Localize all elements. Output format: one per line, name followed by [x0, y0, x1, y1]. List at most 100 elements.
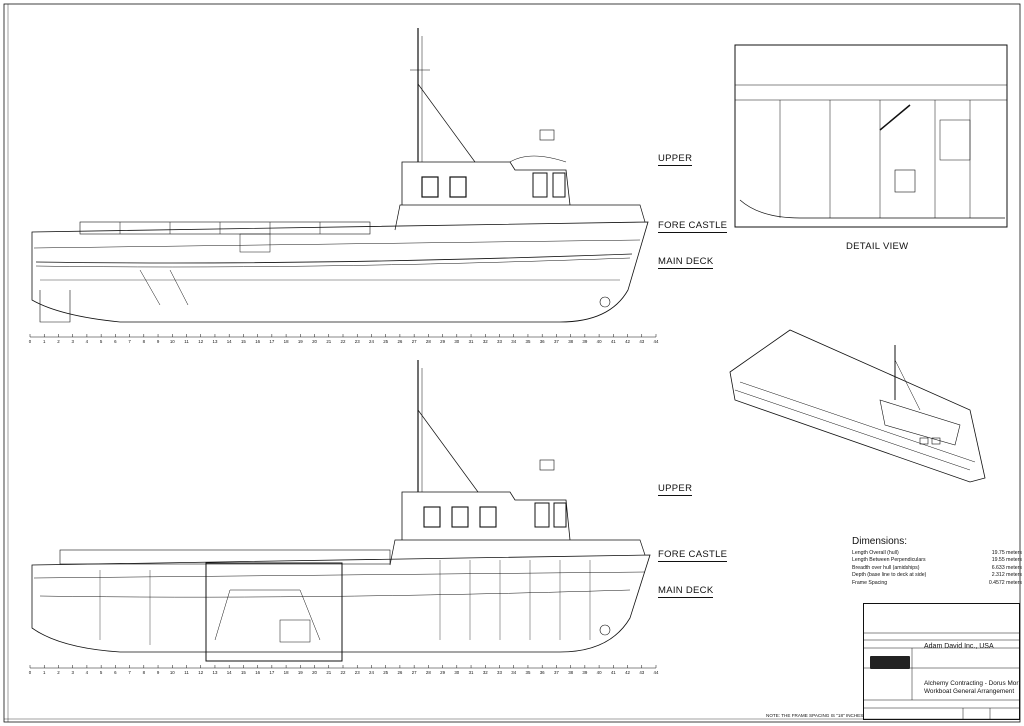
scale-tick-label: 0 [29, 339, 32, 344]
scale-tick-label: 7 [128, 670, 131, 675]
scale-tick-label: 40 [597, 670, 602, 675]
scale-tick-label: 4 [86, 339, 89, 344]
scale-tick-label: 10 [170, 670, 175, 675]
scale-tick-label: 41 [611, 339, 616, 344]
dimension-row: Length Between Perpendiculars 19.55 mete… [852, 557, 1022, 565]
title-block: Adam David Inc., USA Alchemy Contracting… [863, 603, 1020, 720]
scale-tick-label: 5 [100, 670, 103, 675]
scale-tick-label: 44 [654, 670, 659, 675]
scale-tick-label: 26 [397, 670, 402, 675]
scale-tick-label: 3 [71, 670, 74, 675]
scale-tick-label: 1 [43, 670, 46, 675]
section-view-bottom [31, 360, 651, 662]
scale-tick-label: 15 [241, 339, 246, 344]
dimension-value: 19.55 meters [991, 557, 1022, 564]
scale-tick-label: 8 [143, 670, 146, 675]
scale-tick-label: 21 [326, 339, 331, 344]
scale-tick-label: 31 [469, 339, 474, 344]
scale-tick-label: 44 [654, 339, 659, 344]
scale-tick-label: 11 [184, 670, 189, 675]
scale-tick-label: 17 [269, 670, 274, 675]
scale-tick-label: 0 [29, 670, 32, 675]
isometric-view [729, 329, 986, 483]
scale-tick-label: 27 [412, 670, 417, 675]
scale-tick-label: 39 [582, 670, 587, 675]
scale-tick-label: 32 [483, 339, 488, 344]
scale-tick-label: 32 [483, 670, 488, 675]
scale-tick-label: 36 [540, 670, 545, 675]
scale-tick-label: 10 [170, 339, 175, 344]
scale-tick-label: 22 [341, 670, 346, 675]
scale-tick-label: 42 [625, 670, 630, 675]
dimension-value: 0.4572 meters [988, 579, 1022, 586]
scale-tick-label: 24 [369, 670, 374, 675]
project-line-1: Alchemy Contracting - Dorus Mor [924, 680, 1019, 687]
scale-tick-label: 29 [440, 339, 445, 344]
scale-tick-label: 15 [241, 670, 246, 675]
scale-tick-label: 6 [114, 339, 117, 344]
label-fore-castle-bottom: FORE CASTLE [658, 549, 728, 562]
scale-tick-label: 35 [526, 670, 531, 675]
scale-tick-label: 4 [86, 670, 89, 675]
dimension-row: Length Overall (hull) 19.75 meters [852, 550, 1022, 558]
scale-tick-label: 23 [355, 339, 360, 344]
scale-tick-label: 37 [554, 670, 559, 675]
scale-tick-label: 38 [568, 339, 573, 344]
scale-tick-label: 25 [383, 339, 388, 344]
dimension-label: Length Between Perpendiculars [852, 557, 926, 564]
scale-tick-label: 35 [526, 339, 531, 344]
scale-tick-label: 23 [355, 670, 360, 675]
scale-tick-label: 43 [639, 339, 644, 344]
scale-tick-label: 29 [440, 670, 445, 675]
dimension-label: Length Overall (hull) [852, 549, 899, 556]
scale-tick-label: 40 [597, 339, 602, 344]
scale-tick-label: 13 [213, 670, 218, 675]
scale-tick-label: 30 [454, 339, 459, 344]
scale-tick-label: 30 [454, 670, 459, 675]
scale-tick-label: 11 [184, 339, 189, 344]
scale-tick-label: 12 [198, 670, 203, 675]
scale-tick-label: 33 [497, 670, 502, 675]
project-line-2: Workboat General Arrangement [924, 688, 1015, 695]
dimension-value: 6.633 meters [991, 564, 1022, 571]
dimension-row: Frame Spacing 0.4572 meters [852, 580, 1022, 588]
scale-tick-label: 14 [227, 339, 232, 344]
scale-tick-label: 37 [554, 339, 559, 344]
scale-tick-label: 22 [341, 339, 346, 344]
scale-tick-label: 14 [227, 670, 232, 675]
scale-tick-label: 34 [511, 670, 516, 675]
scale-tick-label: 34 [511, 339, 516, 344]
scale-tick-label: 8 [143, 339, 146, 344]
company-logo [870, 656, 910, 669]
scale-tick-label: 18 [284, 670, 289, 675]
scale-tick-label: 18 [284, 339, 289, 344]
dimension-row: Breadth over hull (amidships) 6.633 mete… [852, 565, 1022, 573]
label-main-deck-top: MAIN DECK [658, 256, 714, 269]
dimension-label: Breadth over hull (amidships) [852, 564, 920, 571]
scale-tick-label: 17 [269, 339, 274, 344]
scale-tick-label: 16 [255, 339, 260, 344]
scale-tick-label: 36 [540, 339, 545, 344]
scale-tick-label: 42 [625, 339, 630, 344]
dimension-label: Depth (base line to deck at side) [852, 572, 927, 579]
frame-spacing-note: NOTE: THE FRAME SPACING IS "18" INCHES [766, 713, 864, 718]
scale-tick-label: 25 [383, 670, 388, 675]
scale-tick-label: 3 [71, 339, 74, 344]
scale-tick-label: 2 [57, 670, 60, 675]
dimensions-title: Dimensions: [852, 536, 908, 547]
scale-tick-label: 43 [639, 670, 644, 675]
profile-view-top [31, 28, 649, 323]
scale-tick-label: 38 [568, 670, 573, 675]
scale-tick-label: 19 [298, 339, 303, 344]
scale-tick-label: 27 [412, 339, 417, 344]
label-detail-view: DETAIL VIEW [846, 241, 909, 252]
detail-view-drawing [734, 44, 1008, 228]
label-upper-bottom: UPPER [658, 483, 693, 496]
scale-tick-label: 6 [114, 670, 117, 675]
label-main-deck-bottom: MAIN DECK [658, 585, 714, 598]
scale-tick-label: 9 [157, 670, 160, 675]
scale-tick-label: 39 [582, 339, 587, 344]
